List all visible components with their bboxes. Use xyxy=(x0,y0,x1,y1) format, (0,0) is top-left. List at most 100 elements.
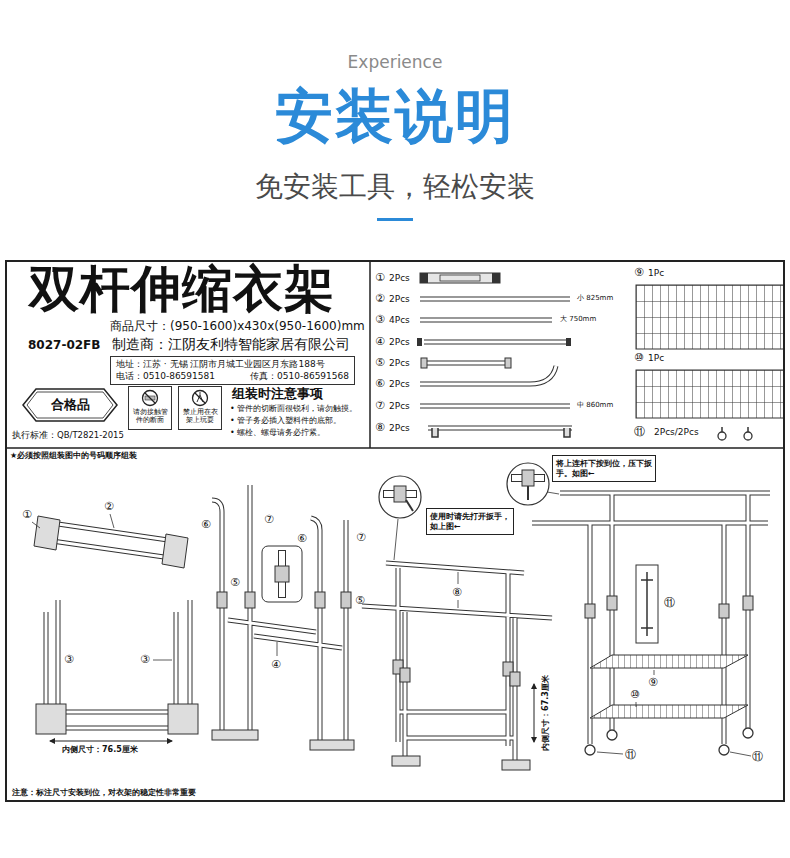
callout-box: 使用时请先打开扳手，如上图← xyxy=(426,508,514,535)
tube-outline xyxy=(212,485,346,740)
callout-number: ⑨ xyxy=(634,266,644,279)
tube-fill xyxy=(212,485,346,740)
end-piece xyxy=(162,534,188,568)
quantity: 2Pcs xyxy=(389,401,410,412)
base-foot xyxy=(502,760,530,770)
dimension: 内侧尺寸：76.5厘米 xyxy=(62,745,138,755)
dimension: 内侧尺寸：67.3厘米 xyxy=(541,675,551,751)
box-text: 请勿接触管件的断面 xyxy=(131,408,169,424)
dimension: 大 750mm xyxy=(560,315,596,323)
prohibit-slash xyxy=(145,393,155,403)
end-piece-part xyxy=(420,273,500,283)
size-text: 商品尺寸：(950-1600)x430x(950-1600)mm xyxy=(110,319,365,333)
tube-cap xyxy=(566,338,571,346)
connector xyxy=(400,668,410,682)
section-tag: Experience xyxy=(348,52,443,72)
callout-number: ⑩ xyxy=(630,688,640,701)
zoom-lever xyxy=(527,486,529,500)
zoom-circle xyxy=(507,463,549,505)
tube-cap xyxy=(417,338,422,346)
note: • 管子务必插入塑料件的底部。 xyxy=(230,416,341,426)
contact-text: 电话：0510-86591581 xyxy=(116,371,215,383)
contact-text: 传真：0510-86591568 xyxy=(250,371,349,383)
tube-fill xyxy=(52,524,168,557)
callout-number: ⑨ xyxy=(648,676,658,689)
wheel xyxy=(719,745,729,755)
prohibit-circle xyxy=(143,391,158,406)
tube-outline xyxy=(532,493,770,744)
callout-number: ⑤ xyxy=(375,356,385,369)
callout-box: 将上连杆下按到位，压下扳手。如图← xyxy=(552,455,656,482)
connector xyxy=(743,596,753,610)
zoom-panel xyxy=(636,565,658,643)
base-foot xyxy=(36,704,66,734)
callout-number: ③ xyxy=(140,653,150,666)
callout-number: ⑥ xyxy=(297,532,307,545)
callout-number: ⑤ xyxy=(355,594,365,607)
end-piece-cap xyxy=(420,273,428,283)
tube-fill xyxy=(532,493,770,744)
divider-line xyxy=(5,262,785,448)
end-piece-notch xyxy=(440,275,480,281)
callout-number: ⑥ xyxy=(201,518,211,531)
base-foot xyxy=(168,704,198,734)
tube-outline xyxy=(420,299,572,428)
callout-number: ① xyxy=(375,271,385,284)
note: • 管件的切断面很锐利，请勿触摸。 xyxy=(230,404,357,414)
text-row: 电话：0510-86591581 传真：0510-86591568 xyxy=(116,371,349,383)
callout-number: ⑦ xyxy=(264,513,274,526)
address-box: 地址：江苏 · 无锡 江阴市月城工业园区月东路188号电话：0510-86591… xyxy=(110,356,355,385)
callout-number: ⑦ xyxy=(375,399,385,412)
hook xyxy=(432,428,570,437)
connector xyxy=(585,604,595,618)
connector xyxy=(719,604,729,618)
quantity: 1Pc xyxy=(648,268,664,279)
callout-number: ③ xyxy=(375,313,385,326)
zoom-clamp xyxy=(522,470,534,486)
zoom-lever xyxy=(406,500,413,511)
dimension-line xyxy=(50,741,172,742)
tube-outline xyxy=(362,563,552,760)
shelf-grid-part xyxy=(636,370,784,418)
leader-line xyxy=(153,660,172,661)
box-text: 将上连杆下按到位，压下扳手。如图← xyxy=(556,459,652,478)
note: 注意：标注尺寸安装到位，对衣架的稳定性非常重要 xyxy=(12,788,196,798)
warning-symbol xyxy=(190,389,210,407)
warning-icon-box: 请勿接触管件的断面 xyxy=(128,386,172,430)
callout-number: ⑪ xyxy=(634,425,645,438)
callout-number: ⑧ xyxy=(452,586,462,599)
clamp xyxy=(505,358,511,368)
dimension-line xyxy=(534,684,535,742)
warning-icon-box: 禁止用在衣架上玩耍 xyxy=(178,386,222,430)
notes-heading: 组装时注意事项 xyxy=(232,386,323,402)
base-foot xyxy=(212,730,258,740)
base-foot xyxy=(310,740,354,750)
quantity: 2Pcs xyxy=(389,379,410,390)
wheel xyxy=(585,745,595,755)
note: • 螺栓、螺母请务必拧紧。 xyxy=(230,428,325,438)
connector xyxy=(510,672,520,686)
standard-text: 执行标准：QB/T2821-2015 xyxy=(12,430,124,440)
connector xyxy=(341,592,351,608)
wheel xyxy=(607,730,617,740)
badge-inner-border xyxy=(27,392,113,418)
badge-border xyxy=(23,389,117,421)
tube-fill xyxy=(420,299,572,428)
dimension: 中 860mm xyxy=(577,401,613,409)
end-piece xyxy=(34,516,60,550)
leader-line xyxy=(32,514,114,528)
quantity: 2Pcs xyxy=(389,294,410,305)
zoom-clamp xyxy=(394,486,406,502)
quality-badge: 合格品 xyxy=(22,388,118,422)
wheel-part xyxy=(718,432,726,440)
page-title: 安装说明 xyxy=(275,82,515,152)
callout-number: ⑥ xyxy=(375,377,385,390)
connector xyxy=(245,592,255,608)
product-title: 双杆伸缩衣架 xyxy=(29,262,335,317)
tube-outline xyxy=(52,524,168,557)
base-foot xyxy=(392,756,420,766)
callout-number: ② xyxy=(375,292,385,305)
quantity: 4Pcs xyxy=(389,315,410,326)
callout-number: ⑤ xyxy=(230,576,240,589)
callout-number: ④ xyxy=(271,658,281,671)
